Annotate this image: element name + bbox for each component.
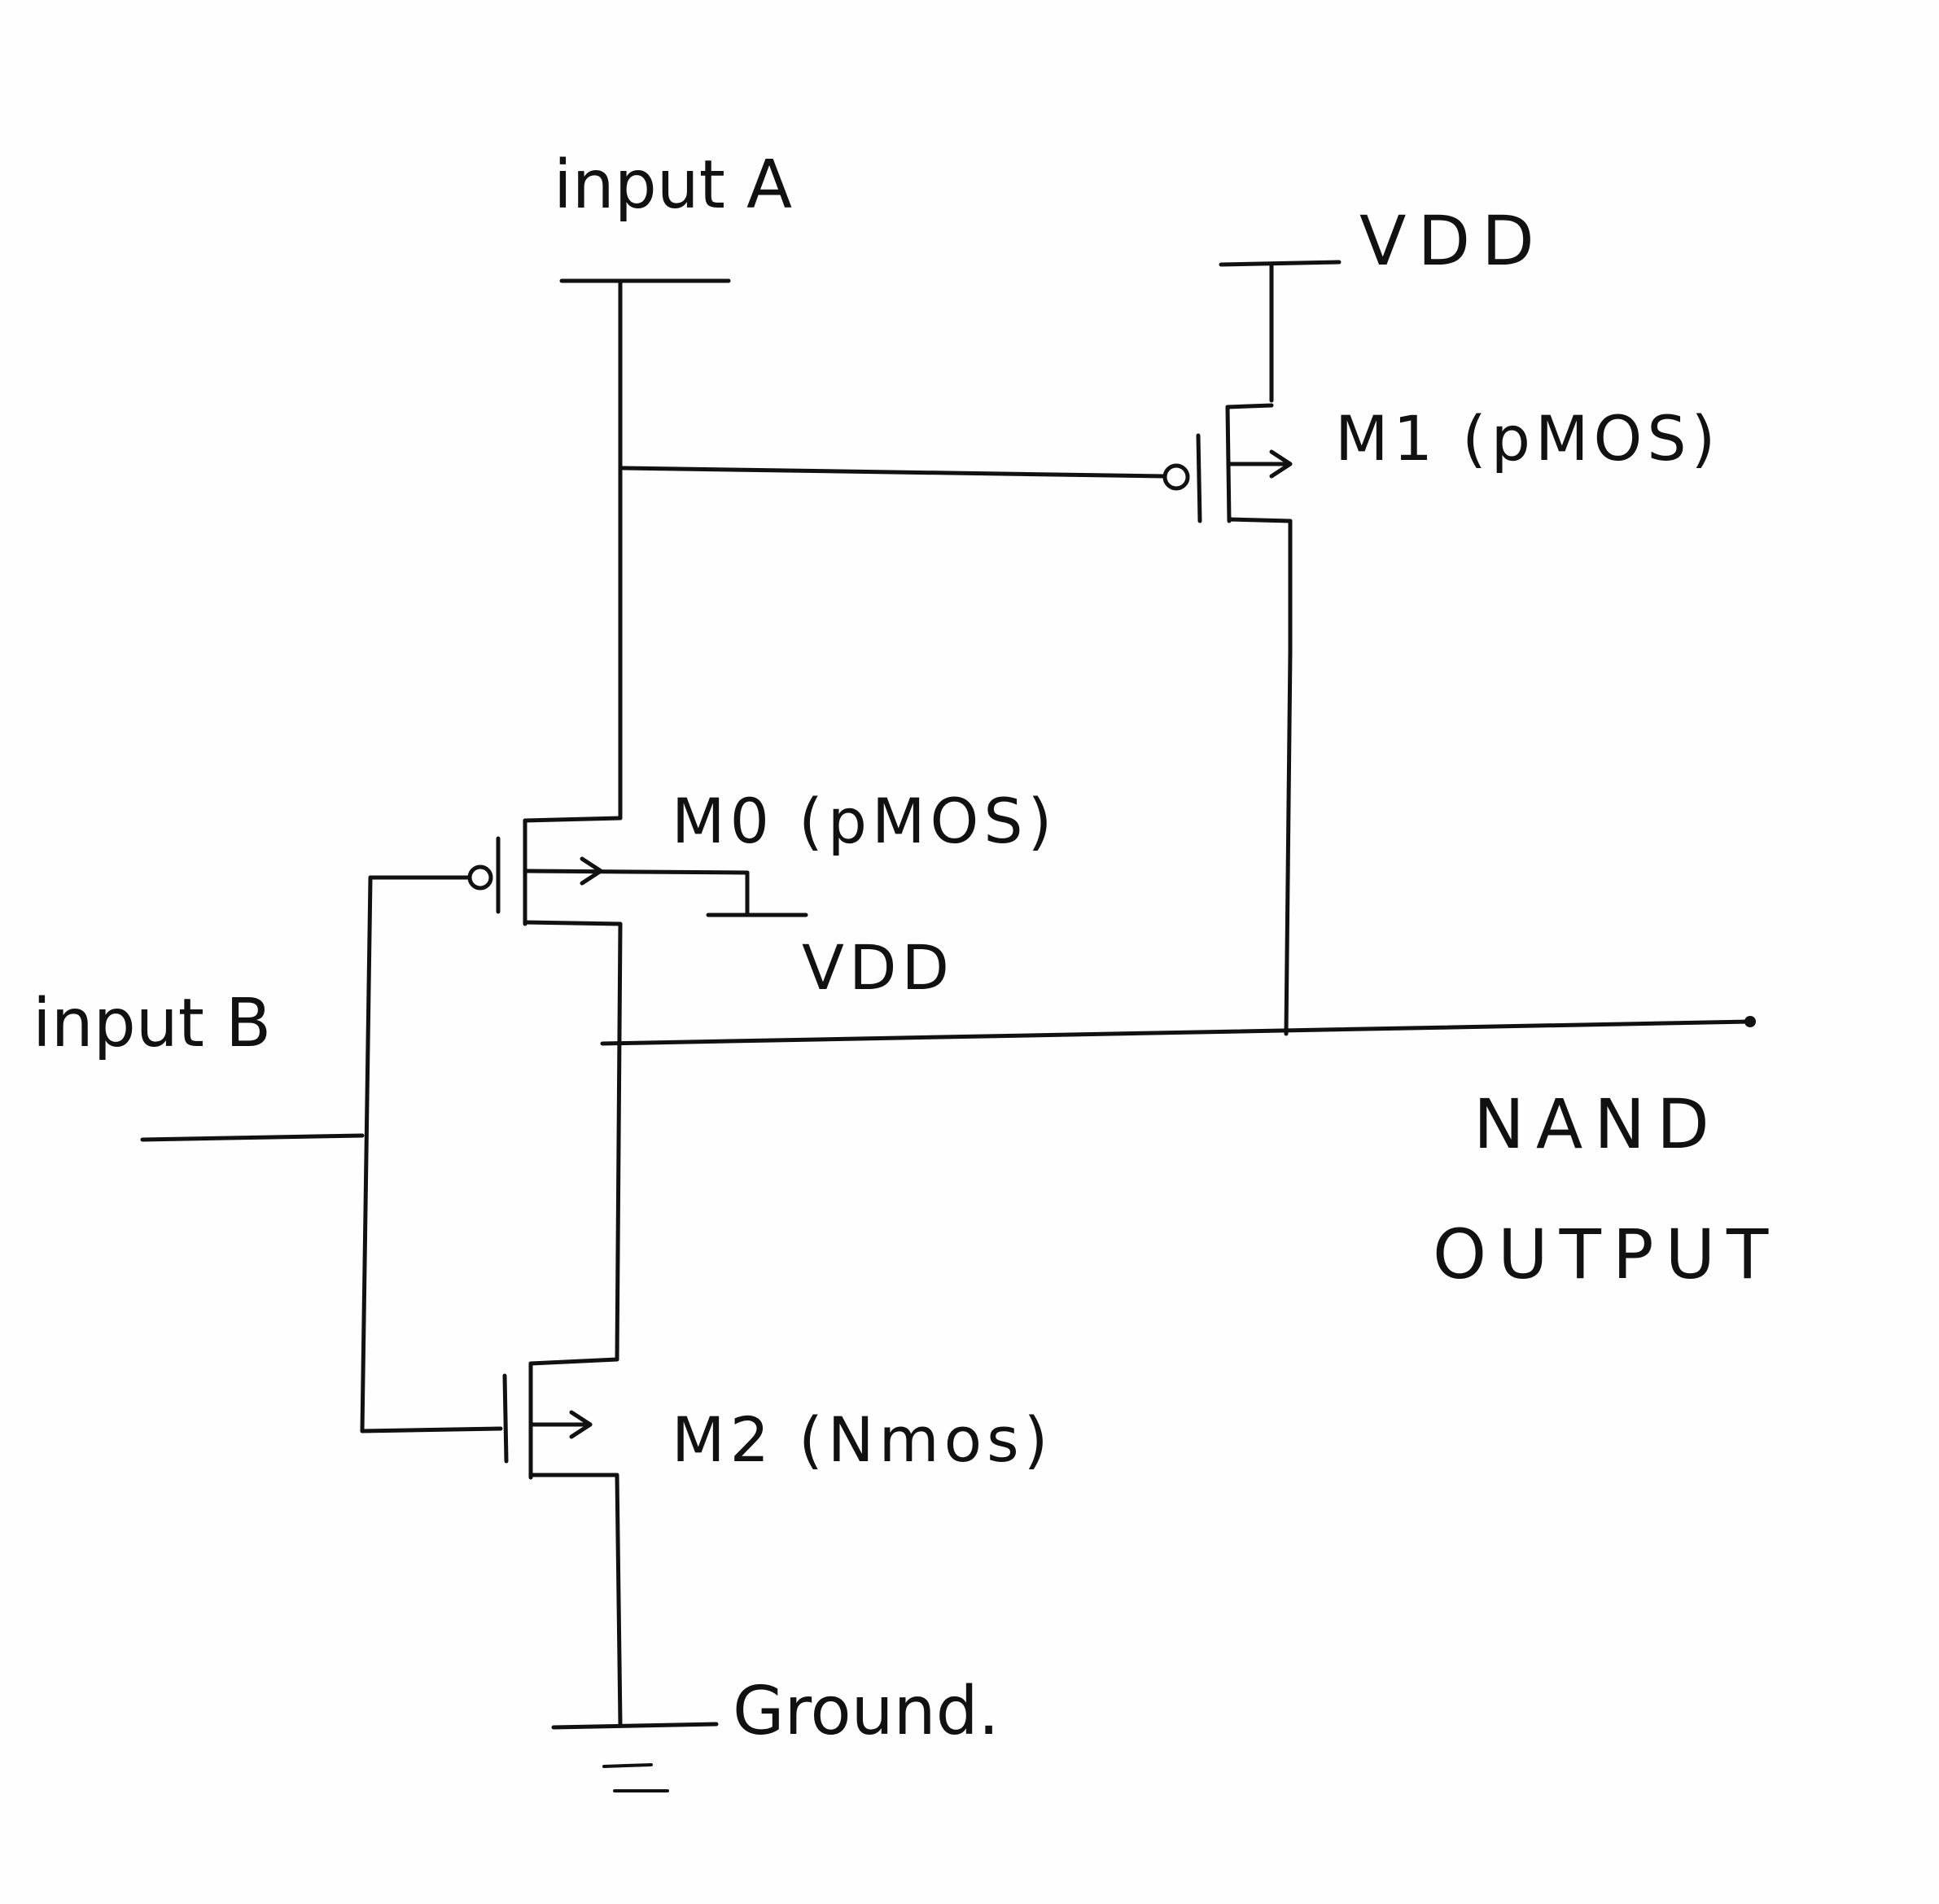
m1-gate-bubble <box>1162 463 1190 491</box>
m1-drain <box>1227 517 1293 523</box>
m2-to-ground-wire <box>615 1473 623 1727</box>
nand-label: NAND <box>1473 1084 1721 1164</box>
output-label: OUTPUT <box>1433 1215 1779 1294</box>
m1-label: M1 (pMOS) <box>1335 402 1720 475</box>
m0-label: M0 (pMOS) <box>672 785 1057 857</box>
m2-arrow-head <box>569 1410 593 1439</box>
m0-arrow-head <box>580 856 603 886</box>
m1-arrow-head <box>1269 449 1293 479</box>
input-b-to-m2-gate-wire <box>360 1426 503 1433</box>
output-terminal-dot <box>1744 1016 1756 1027</box>
input-b-rail <box>360 875 373 1433</box>
m2-gate-plate <box>502 1373 509 1464</box>
input-b-terminal <box>140 1133 365 1142</box>
ground-bar-2 <box>602 1763 653 1768</box>
m1-transistor <box>1162 403 1293 523</box>
vdd-top-terminal <box>1219 260 1342 267</box>
m0-source <box>523 816 623 823</box>
m1-source <box>1225 403 1274 409</box>
input-b-label: input B <box>33 985 271 1062</box>
input-a-to-m1-gate-wire <box>620 466 1166 479</box>
ground-symbol <box>551 1722 719 1792</box>
m0-to-m2-rail <box>615 921 623 1362</box>
nand-output-line <box>600 1019 1753 1046</box>
vdd-top-label: VDD <box>1359 201 1546 281</box>
m2-drain <box>528 1357 619 1366</box>
m2-label: M2 (Nmos) <box>672 1403 1053 1476</box>
m1-gate-plate <box>1196 433 1202 523</box>
input-a-label: input A <box>554 147 792 224</box>
ground-bar-1 <box>551 1722 719 1730</box>
m1-to-output-wire <box>1284 519 1293 1036</box>
m0-vdd-label: VDD <box>802 931 954 1004</box>
m0-drain <box>523 920 623 926</box>
ground-label: Ground. <box>733 1673 1000 1750</box>
m0-body-wire <box>525 869 750 875</box>
m0-gate-bubble <box>467 864 493 891</box>
m2-transistor <box>502 1357 619 1480</box>
